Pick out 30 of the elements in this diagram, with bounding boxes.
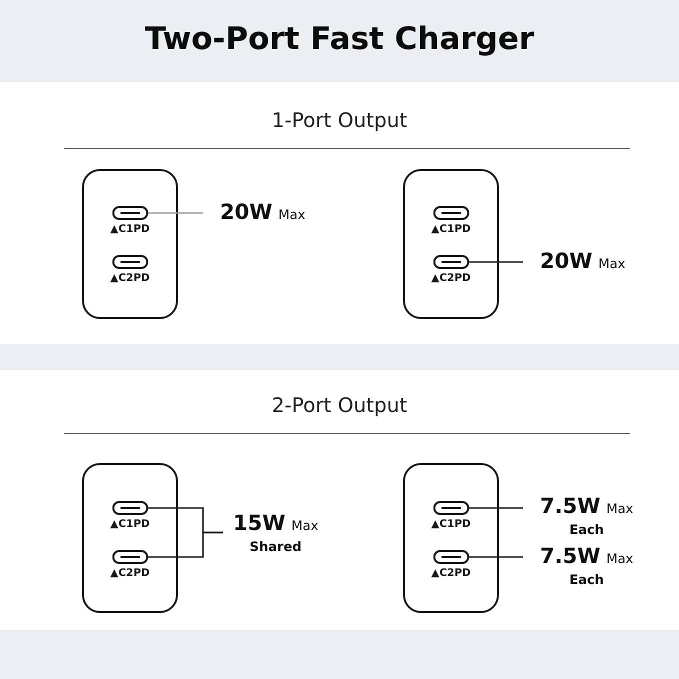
rating-note: Each [569, 572, 604, 590]
leader-line [148, 532, 223, 558]
leader-line [469, 556, 523, 558]
power-rating: 7.5W Max [540, 494, 634, 520]
charger-outline [403, 463, 499, 613]
section-panel [0, 82, 679, 344]
rating-note: Shared [250, 539, 302, 557]
port-label: ▲C1PD [110, 518, 150, 531]
leader-line [469, 507, 523, 509]
leader-line [148, 212, 203, 214]
power-rating: 20W Max [540, 249, 626, 275]
rating-note: Each [569, 522, 604, 540]
power-rating: 20W Max [220, 200, 306, 226]
section-heading: 2-Port Output [272, 392, 408, 418]
port-label: ▲C2PD [110, 272, 150, 285]
power-rating: 15W Max [233, 511, 318, 537]
charger-outline [82, 463, 178, 613]
title: Two-Port Fast Charger [144, 20, 534, 59]
port-label: ▲C2PD [110, 567, 150, 580]
leader-line [469, 261, 523, 263]
port-label: ▲C1PD [431, 518, 471, 531]
charger-outline [403, 169, 499, 319]
power-rating: 7.5W Max [540, 544, 634, 570]
port-label: ▲C2PD [431, 272, 471, 285]
port-label: ▲C1PD [431, 223, 471, 236]
port-label: ▲C2PD [431, 567, 471, 580]
section-panel [0, 370, 679, 630]
port-label: ▲C1PD [110, 223, 150, 236]
section-heading: 1-Port Output [272, 107, 408, 133]
charger-outline [82, 169, 178, 319]
